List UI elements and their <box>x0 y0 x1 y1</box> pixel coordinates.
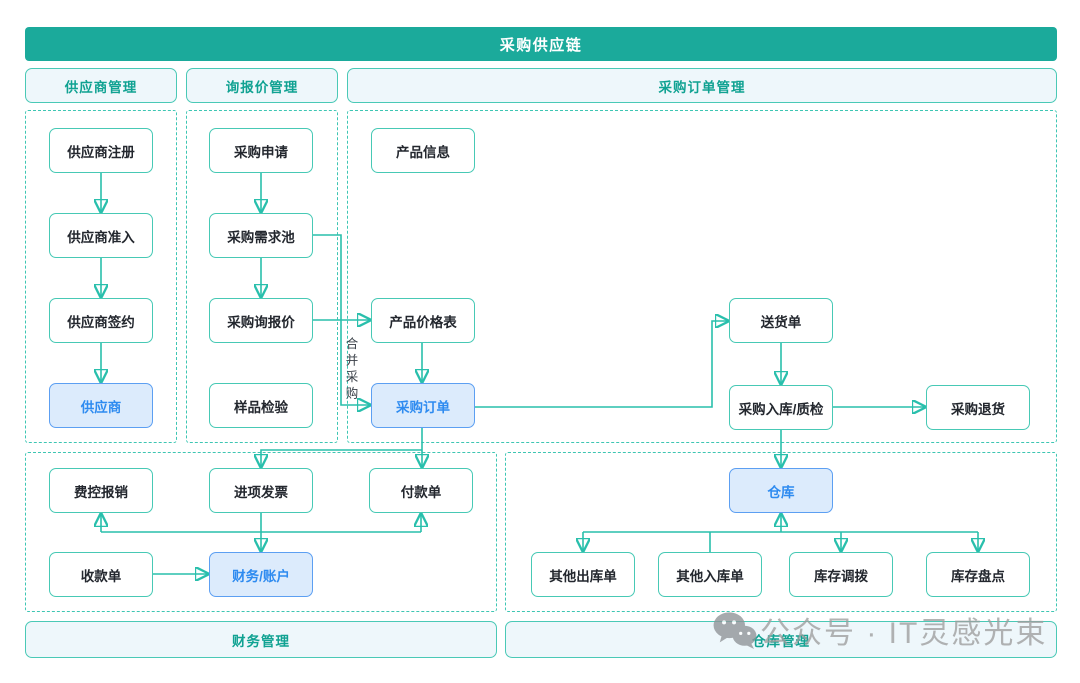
node-stock-count: 库存盘点 <box>926 552 1030 597</box>
node-receipt-order: 收款单 <box>49 552 153 597</box>
node-payment-order: 付款单 <box>369 468 473 513</box>
node-other-outbound: 其他出库单 <box>531 552 635 597</box>
node-product-price-list: 产品价格表 <box>371 298 475 343</box>
node-supplier-register: 供应商注册 <box>49 128 153 173</box>
watermark: 公众号 · IT灵感光束 <box>712 608 1047 652</box>
node-finance-account: 财务/账户 <box>209 552 313 597</box>
node-purchase-order: 采购订单 <box>371 383 475 428</box>
node-product-info: 产品信息 <box>371 128 475 173</box>
wechat-icon <box>712 610 758 650</box>
node-purchase-inbound-qc: 采购入库/质检 <box>729 385 833 430</box>
node-purchase-return: 采购退货 <box>926 385 1030 430</box>
node-supplier-admission: 供应商准入 <box>49 213 153 258</box>
region-supplier-mgmt <box>25 110 177 443</box>
node-other-inbound: 其他入库单 <box>658 552 762 597</box>
section-header-supplier-mgmt: 供应商管理 <box>25 68 177 103</box>
node-stock-transfer: 库存调拨 <box>789 552 893 597</box>
node-delivery-note: 送货单 <box>729 298 833 343</box>
section-footer-warehouse-mgmt: 仓库管理 <box>505 621 1057 658</box>
section-header-purchase-order-mgmt: 采购订单管理 <box>347 68 1057 103</box>
diagram-title: 采购供应链 <box>499 36 583 54</box>
diagram-title-bar: 采购供应链 <box>25 27 1057 61</box>
section-header-inquiry-mgmt: 询报价管理 <box>186 68 338 103</box>
merge-purchase-label: 合并采购 <box>343 337 358 403</box>
node-purchase-demand-pool: 采购需求池 <box>209 213 313 258</box>
watermark-text: 公众号 · IT灵感光束 <box>760 617 1048 650</box>
node-supplier: 供应商 <box>49 383 153 428</box>
node-expense-reimbursement: 费控报销 <box>49 468 153 513</box>
node-supplier-contract: 供应商签约 <box>49 298 153 343</box>
node-purchase-rfq: 采购询报价 <box>209 298 313 343</box>
node-purchase-request: 采购申请 <box>209 128 313 173</box>
node-sample-inspection: 样品检验 <box>209 383 313 428</box>
node-input-invoice: 进项发票 <box>209 468 313 513</box>
node-warehouse: 仓库 <box>729 468 833 513</box>
section-footer-finance-mgmt: 财务管理 <box>25 621 497 658</box>
